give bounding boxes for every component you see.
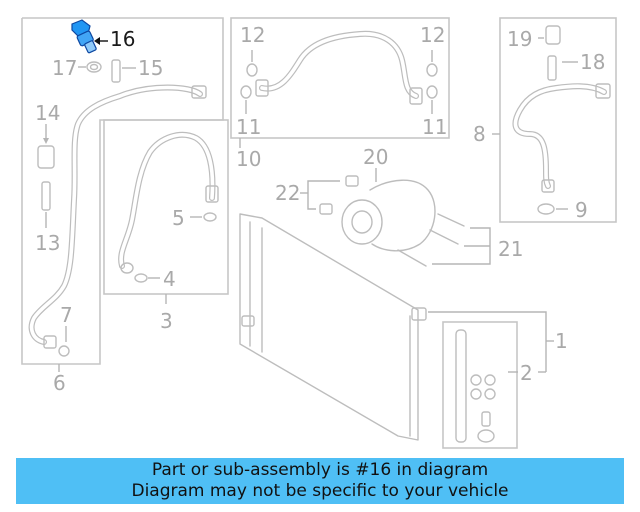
- callout-3: 3: [160, 309, 173, 333]
- part-16-sensor: [71, 19, 97, 54]
- part-19-cap: [545, 25, 561, 45]
- callout-7: 7: [60, 303, 73, 327]
- part-5-oring: [203, 212, 217, 222]
- compressor-pulley: [341, 199, 383, 245]
- drier-cartridge: [455, 329, 467, 443]
- callout-11-left: 11: [236, 115, 261, 139]
- group-10-outline: [230, 17, 450, 139]
- group-10: [230, 17, 450, 148]
- group-3: [103, 119, 229, 304]
- part-17-oring: [86, 61, 102, 73]
- group-6-outline: [21, 17, 224, 365]
- info-banner: Part or sub-assembly is #16 in diagram D…: [16, 458, 624, 504]
- callout-13: 13: [35, 231, 60, 255]
- callout-6: 6: [53, 371, 66, 395]
- part-12b-oring: [426, 63, 438, 77]
- group-6: [21, 17, 224, 372]
- part-13-valve: [41, 181, 51, 211]
- part-11a-oring: [240, 85, 252, 99]
- part-11b-oring: [426, 85, 438, 99]
- part-7-oring: [58, 345, 70, 357]
- part-1-condenser: [239, 213, 554, 441]
- part-20-compressor: [369, 179, 436, 252]
- part-4-oring: [134, 273, 148, 283]
- callout-10: 10: [236, 147, 261, 171]
- callout-1: 1: [555, 329, 568, 353]
- callout-17: 17: [52, 56, 77, 80]
- callout-12-right: 12: [420, 23, 445, 47]
- callout-4: 4: [163, 267, 176, 291]
- banner-line-1: Part or sub-assembly is #16 in diagram: [151, 460, 489, 480]
- part-22a-bushing: [345, 175, 359, 187]
- group-8-outline: [499, 17, 617, 223]
- callout-15: 15: [138, 56, 163, 80]
- compressor-assembly: [300, 168, 491, 267]
- callout-8: 8: [473, 122, 486, 146]
- part-21c-bolt: [397, 249, 427, 267]
- part-15-valve: [111, 59, 121, 83]
- callout-16: 16: [110, 27, 135, 51]
- part-9-oring: [537, 203, 555, 215]
- part-14-cap: [37, 145, 55, 169]
- callout-11-right: 11: [422, 115, 447, 139]
- callout-22: 22: [275, 181, 300, 205]
- group-2: [442, 321, 546, 449]
- part-18-valve: [547, 55, 557, 81]
- banner-line-2: Diagram may not be specific to your vehi…: [131, 481, 509, 501]
- callout-12-left: 12: [240, 23, 265, 47]
- part-12a-oring: [246, 63, 258, 77]
- callout-14: 14: [35, 101, 60, 125]
- part-22b-bushing: [319, 203, 333, 215]
- callout-19: 19: [507, 27, 532, 51]
- callout-21: 21: [498, 237, 523, 261]
- arrow-16: [94, 37, 100, 45]
- group-2-outline: [442, 321, 518, 449]
- part-21b-bolt: [429, 229, 459, 245]
- group-8: [492, 17, 617, 223]
- pipe-6-fitting-top: [191, 85, 207, 99]
- condenser-outline: [239, 213, 419, 441]
- part-21a-bolt: [437, 213, 465, 227]
- pipe-6-fitting-bottom: [43, 335, 57, 349]
- callout-2: 2: [520, 361, 533, 385]
- callout-18: 18: [580, 50, 605, 74]
- callout-9: 9: [575, 198, 588, 222]
- callout-20: 20: [363, 145, 388, 169]
- callout-5: 5: [172, 206, 185, 230]
